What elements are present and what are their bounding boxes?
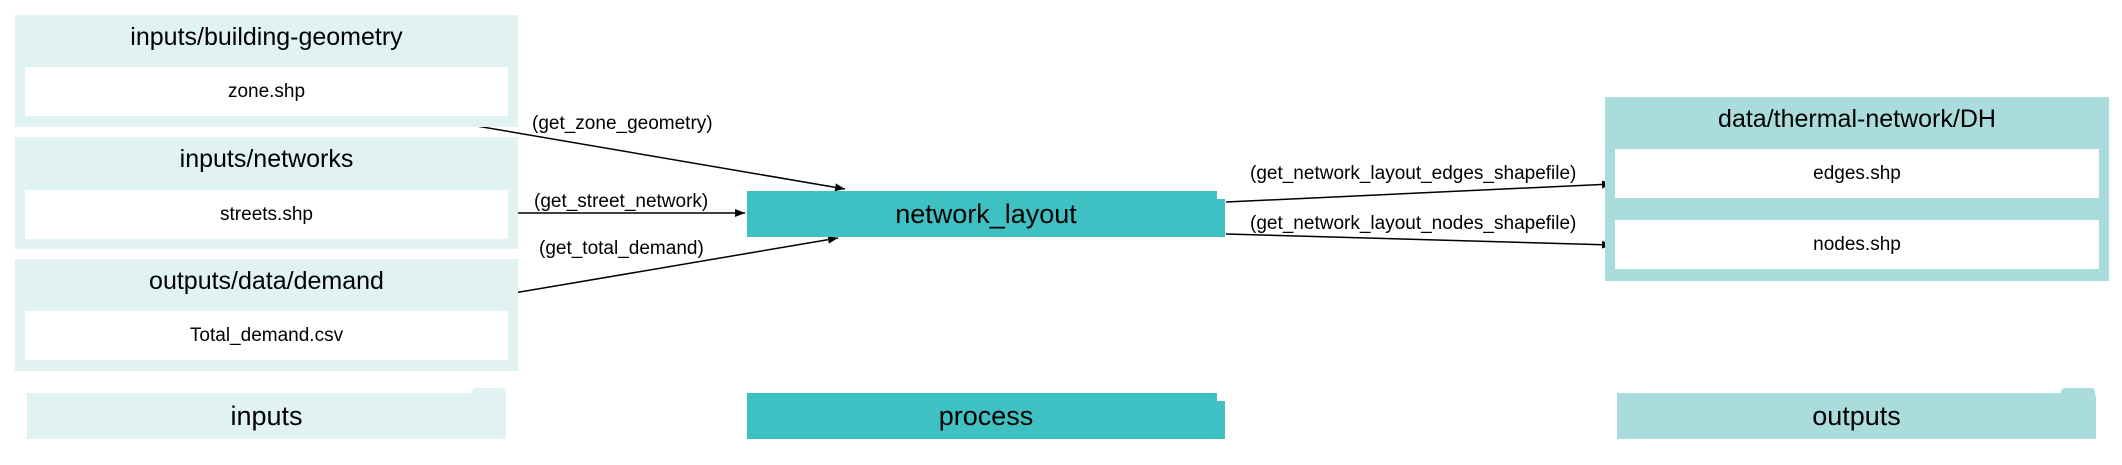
legend-inputs: inputs: [27, 393, 506, 439]
edge-nodes-shapefile: [1225, 233, 1613, 249]
cluster-building-geometry: inputs/building-geometry zone.shp: [15, 15, 518, 127]
file-streets-shp: streets.shp: [25, 190, 508, 239]
legend-inputs-label: inputs: [230, 400, 303, 431]
note-fold-icon: [1217, 191, 1225, 199]
note-fold-icon: [1217, 393, 1225, 401]
cluster-demand: outputs/data/demand Total_demand.csv: [15, 259, 518, 371]
cluster-title: inputs/networks: [179, 145, 354, 173]
cluster-networks: inputs/networks streets.shp: [15, 137, 518, 249]
edge-label-nodes-shapefile: (get_network_layout_nodes_shapefile): [1250, 213, 1577, 234]
file-zone-shp: zone.shp: [25, 67, 508, 116]
process-node-network-layout: network_layout: [747, 191, 1225, 237]
legend-process: process: [747, 393, 1225, 439]
cluster-title: outputs/data/demand: [149, 267, 384, 295]
cluster-title: data/thermal-network/DH: [1718, 105, 1996, 133]
edge-label-edges-shapefile: (get_network_layout_edges_shapefile): [1250, 163, 1577, 184]
edge-label-zone-geometry: (get_zone_geometry): [532, 113, 713, 134]
process-node-label: network_layout: [895, 198, 1077, 229]
edge-label-total-demand: (get_total_demand): [539, 238, 704, 259]
legend-process-label: process: [938, 400, 1034, 431]
legend-outputs-label: outputs: [1812, 400, 1901, 431]
cluster-title: inputs/building-geometry: [130, 23, 403, 51]
edge-label-street-network: (get_street_network): [534, 191, 709, 212]
file-edges-shp: edges.shp: [1615, 149, 2099, 198]
edge-zone-geometry: [423, 116, 846, 192]
cluster-thermal-network: data/thermal-network/DH edges.shp nodes.…: [1605, 97, 2109, 281]
file-total-demand-csv: Total_demand.csv: [25, 311, 508, 360]
legend-outputs: outputs: [1617, 393, 2096, 439]
file-nodes-shp: nodes.shp: [1615, 220, 2099, 269]
edge-edges-shapefile: [1225, 180, 1613, 203]
